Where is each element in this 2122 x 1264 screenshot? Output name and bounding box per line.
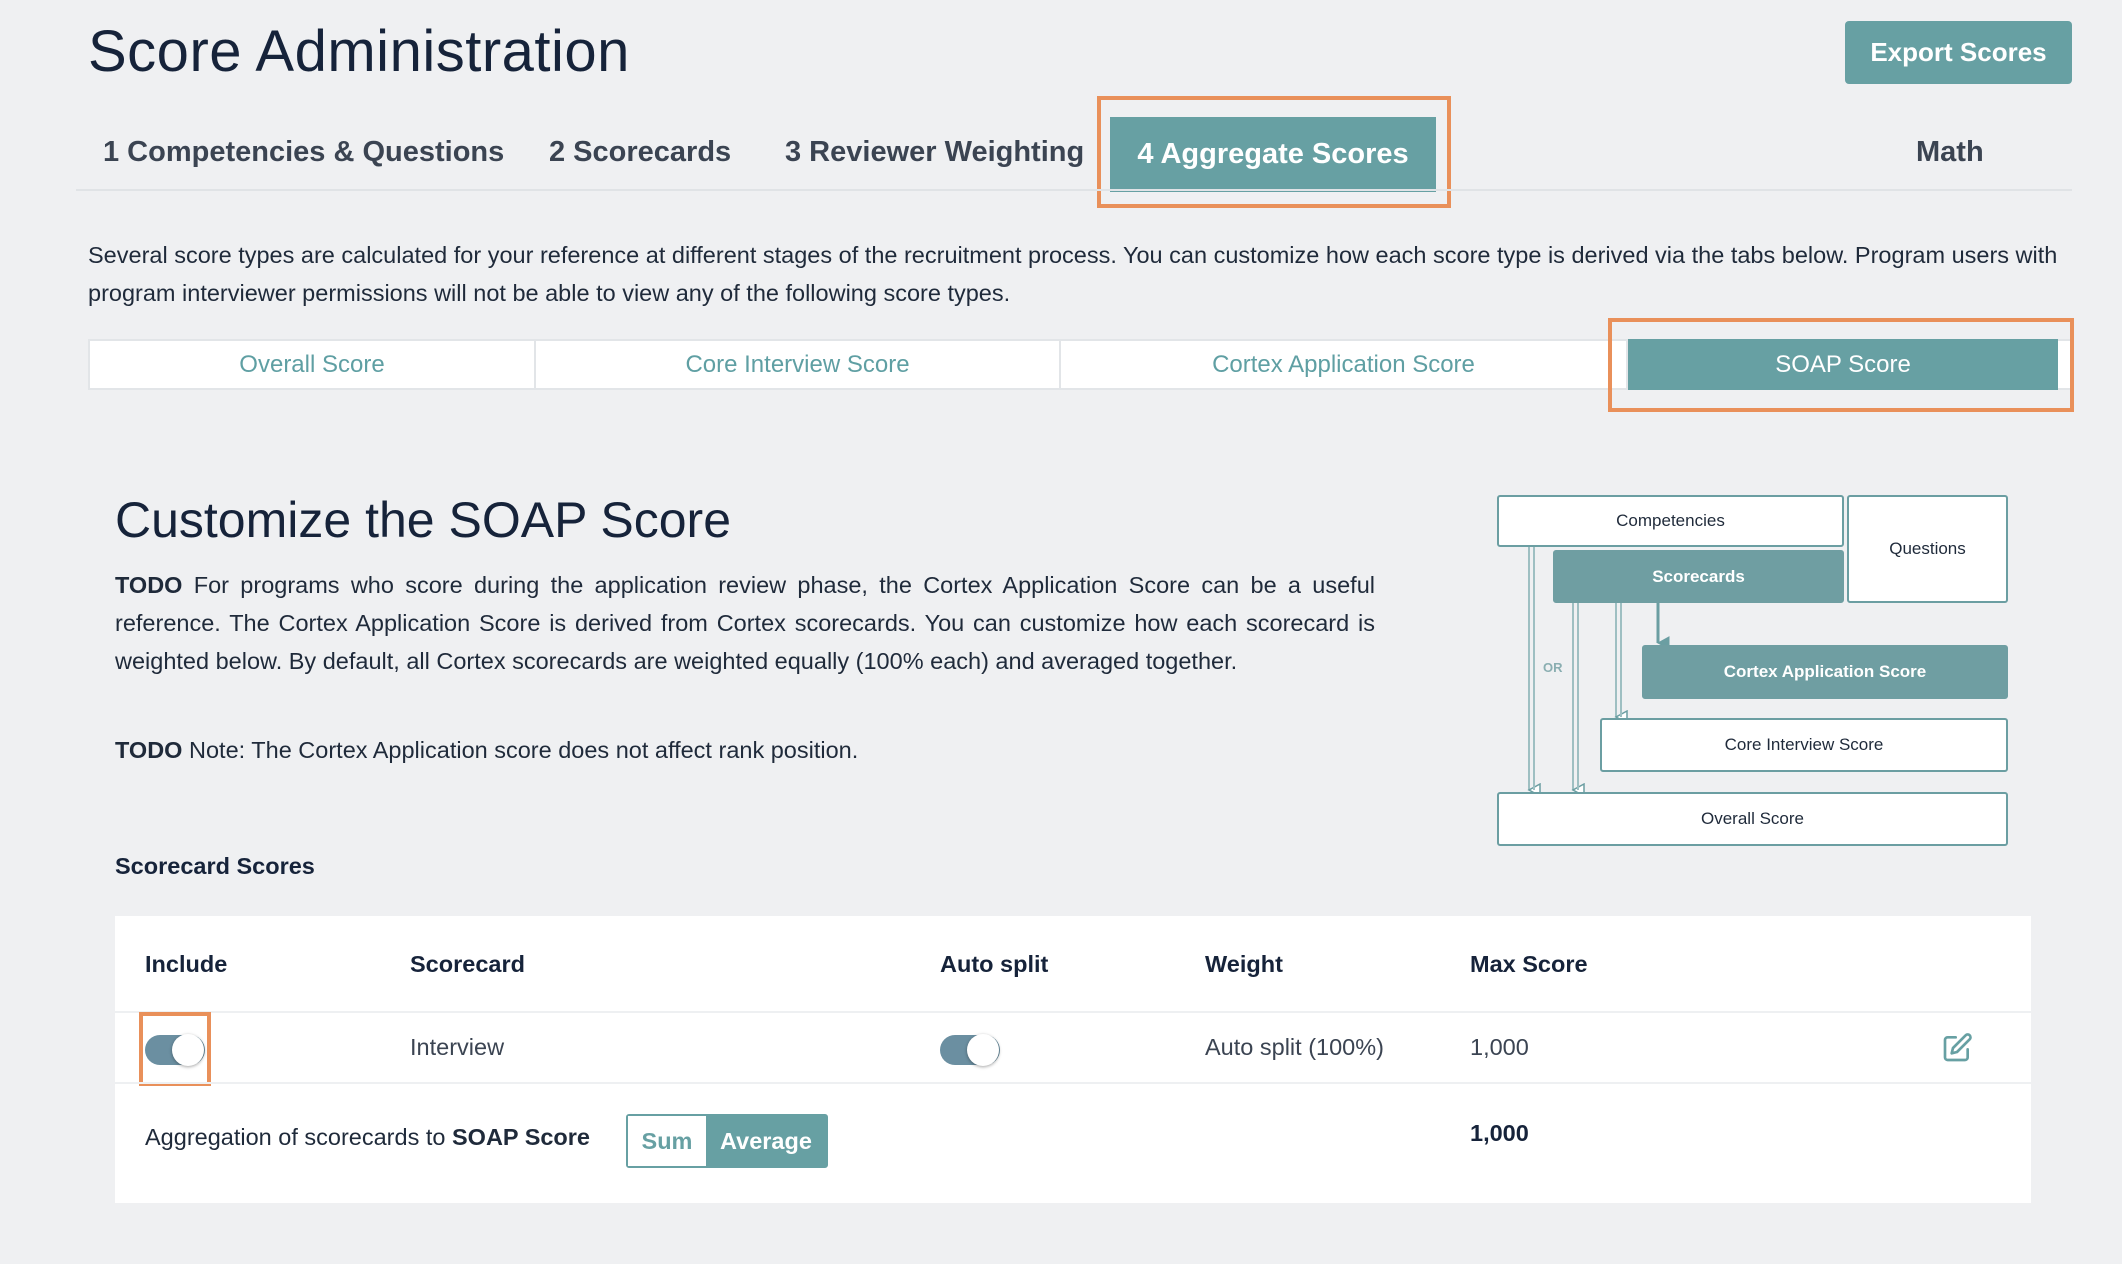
tab-competencies-questions[interactable]: 1 Competencies & Questions (103, 136, 505, 168)
row-divider (115, 1011, 2031, 1013)
note-text: Note: The Cortex Application score does … (182, 737, 859, 763)
toggle-knob (172, 1034, 204, 1066)
header-auto-split: Auto split (940, 951, 1049, 977)
aggregation-target: SOAP Score (451, 1124, 591, 1150)
diagram-overall-score: Overall Score (1497, 792, 2008, 846)
aggregation-mode-selector: Sum Average (626, 1114, 828, 1168)
scorecard-name: Interview (410, 1034, 505, 1060)
aggregation-prefix: Aggregation of scorecards to (145, 1124, 452, 1150)
row-divider (115, 1082, 2031, 1084)
export-scores-button[interactable]: Export Scores (1845, 21, 2072, 84)
intro-text: Several score types are calculated for y… (88, 242, 2058, 306)
weight-value: Auto split (100%) (1205, 1034, 1384, 1060)
diagram-core-interview-score: Core Interview Score (1600, 718, 2008, 772)
include-toggle[interactable] (145, 1034, 205, 1066)
score-tab-overall[interactable]: Overall Score (239, 350, 385, 378)
scorecard-table (115, 916, 2031, 1203)
todo-tag: TODO (115, 737, 183, 763)
diagram-scorecards: Scorecards (1553, 550, 1844, 603)
aggregation-sum-button[interactable]: Sum (628, 1116, 706, 1166)
diagram-or-label: OR (1543, 660, 1563, 675)
tabs-divider (76, 189, 2072, 191)
auto-split-toggle[interactable] (940, 1034, 1000, 1066)
score-tab-spacer (1626, 341, 2070, 388)
max-score-value: 1,000 (1470, 1034, 1529, 1060)
score-flow-diagram (1497, 500, 1670, 855)
note-paragraph: TODO Note: The Cortex Application score … (115, 731, 1375, 769)
tab-math[interactable]: Math (1916, 136, 1984, 168)
score-tab-core-interview[interactable]: Core Interview Score (534, 341, 1059, 388)
scorecard-scores-title: Scorecard Scores (115, 853, 315, 879)
todo-tag: TODO (115, 572, 183, 598)
header-scorecard: Scorecard (410, 951, 525, 977)
edit-icon[interactable] (1941, 1032, 1973, 1064)
tab-aggregate-scores[interactable]: 4 Aggregate Scores (1110, 117, 1436, 192)
diagram-questions: Questions (1847, 495, 2008, 603)
tab-scorecards[interactable]: 2 Scorecards (549, 136, 732, 168)
description-paragraph: TODO For programs who score during the a… (115, 566, 1375, 680)
score-tab-soap[interactable]: SOAP Score (1628, 339, 2058, 390)
section-title: Customize the SOAP Score (115, 492, 732, 548)
tab-reviewer-weighting[interactable]: 3 Reviewer Weighting (785, 136, 1085, 168)
aggregate-total: 1,000 (1470, 1120, 1529, 1146)
header-include: Include (145, 951, 228, 977)
header-max-score: Max Score (1470, 951, 1588, 977)
diagram-competencies: Competencies (1497, 495, 1844, 547)
aggregation-average-button[interactable]: Average (706, 1116, 826, 1166)
description-text: For programs who score during the applic… (115, 572, 1375, 674)
toggle-knob (967, 1034, 999, 1066)
header-weight: Weight (1205, 951, 1283, 977)
page-title: Score Administration (88, 19, 630, 84)
score-tab-cortex-application[interactable]: Cortex Application Score (1059, 341, 1626, 388)
aggregation-label: Aggregation of scorecards to SOAP Score (145, 1124, 590, 1151)
diagram-cortex-application-score: Cortex Application Score (1642, 645, 2008, 699)
